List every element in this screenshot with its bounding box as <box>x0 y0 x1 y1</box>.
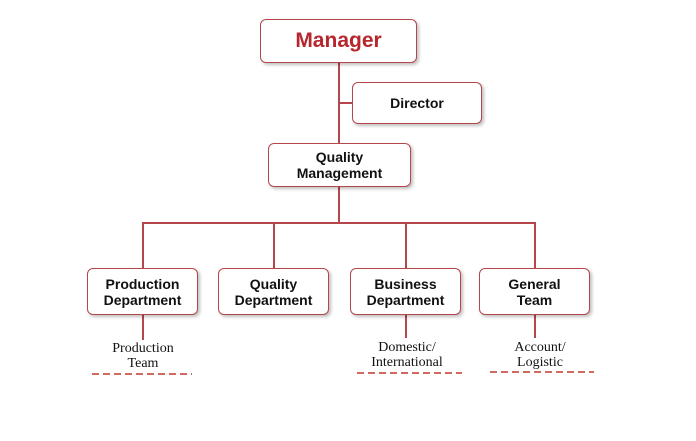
production-department-box: Production Department <box>87 268 198 315</box>
connector-production-sub <box>142 315 144 340</box>
connector-qm-down <box>338 187 340 223</box>
production-department-line2: Department <box>103 291 182 308</box>
business-department-box: Business Department <box>350 268 461 315</box>
account-logistic-label: Account/ Logistic <box>490 340 590 370</box>
quality-department-box: Quality Department <box>218 268 329 315</box>
director-box: Director <box>352 82 482 124</box>
account-logistic-line1: Account/ <box>514 340 566 355</box>
production-department-line1: Production <box>105 275 180 292</box>
production-team-line1: Production <box>112 341 174 356</box>
production-team-line2: Team <box>127 356 159 371</box>
director-label: Director <box>390 95 444 111</box>
general-team-box: General Team <box>479 268 590 315</box>
domestic-international-line1: Domestic/ <box>378 340 436 355</box>
production-team-label: Production Team <box>93 341 193 371</box>
connector-horizontal-bus <box>142 222 535 224</box>
general-team-line1: General <box>508 275 561 292</box>
connector-to-business <box>405 222 407 269</box>
connector-to-quality-dept <box>273 222 275 269</box>
manager-box: Manager <box>260 19 417 63</box>
quality-department-line1: Quality <box>249 275 298 292</box>
business-department-line2: Department <box>366 291 445 308</box>
connector-business-sub <box>405 315 407 338</box>
connector-to-general <box>534 222 536 269</box>
manager-label: Manager <box>295 29 382 52</box>
connector-to-production <box>142 222 144 269</box>
business-department-line1: Business <box>374 275 437 292</box>
account-logistic-line2: Logistic <box>517 355 563 370</box>
domestic-international-label: Domestic/ International <box>352 340 462 370</box>
quality-management-line2: Management <box>296 165 383 181</box>
connector-to-director <box>339 102 352 104</box>
domestic-international-line2: International <box>371 355 443 370</box>
general-team-line2: Team <box>516 291 553 308</box>
connector-general-sub <box>534 315 536 338</box>
quality-department-line2: Department <box>234 291 313 308</box>
quality-management-line1: Quality <box>315 149 364 165</box>
quality-management-box: Quality Management <box>268 143 411 187</box>
